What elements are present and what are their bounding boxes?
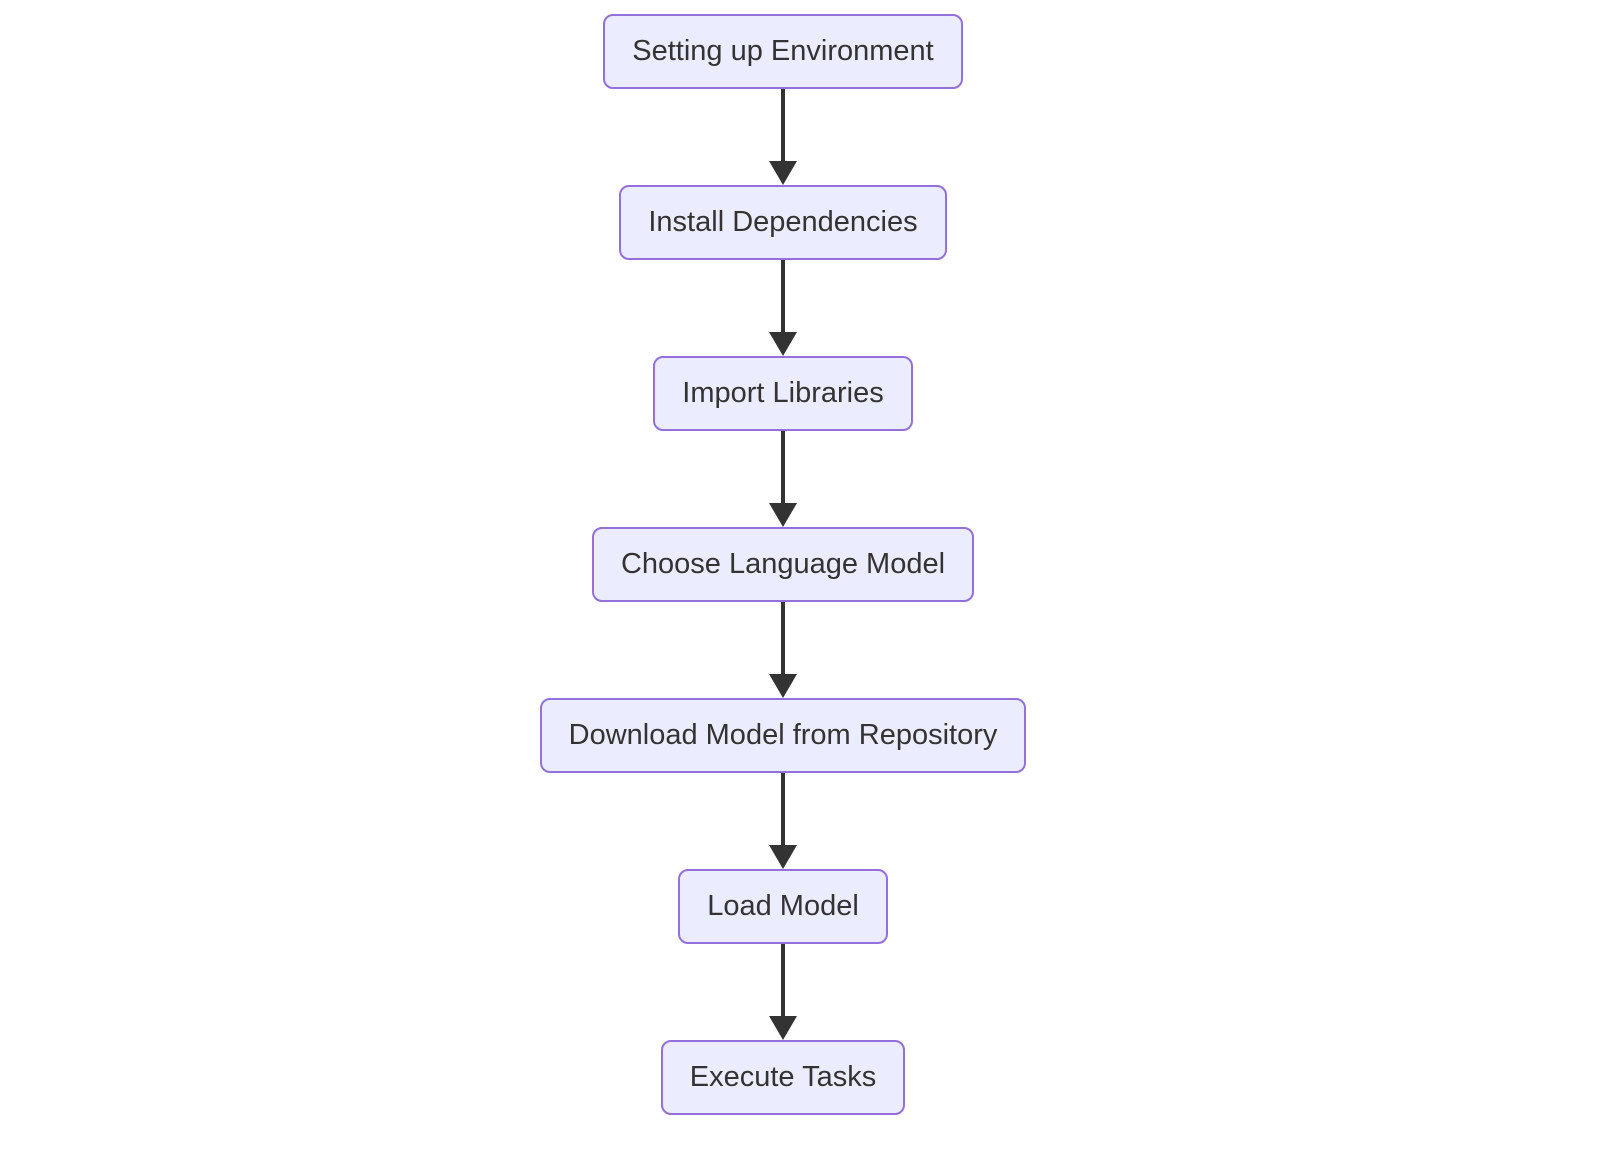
arrow-head-icon [769,161,797,185]
edge-arrow-2 [769,260,797,356]
flowchart-column: Setting up Environment Install Dependenc… [539,14,1027,1115]
arrow-head-icon [769,332,797,356]
arrow-shaft [781,89,785,161]
node-install-dependencies: Install Dependencies [619,185,947,260]
edge-arrow-5 [769,773,797,869]
arrow-head-icon [769,1016,797,1040]
arrow-shaft [781,602,785,674]
arrow-head-icon [769,503,797,527]
arrow-shaft [781,431,785,503]
arrow-head-icon [769,674,797,698]
node-choose-language-model: Choose Language Model [591,527,975,602]
node-download-model-from-repository: Download Model from Repository [539,698,1027,773]
arrow-shaft [781,260,785,332]
edge-arrow-3 [769,431,797,527]
arrow-head-icon [769,845,797,869]
node-setting-up-environment: Setting up Environment [603,14,963,89]
edge-arrow-6 [769,944,797,1040]
node-import-libraries: Import Libraries [653,356,913,431]
edge-arrow-4 [769,602,797,698]
arrow-shaft [781,944,785,1016]
node-execute-tasks: Execute Tasks [660,1040,906,1115]
arrow-shaft [781,773,785,845]
edge-arrow-1 [769,89,797,185]
node-load-model: Load Model [678,869,888,944]
